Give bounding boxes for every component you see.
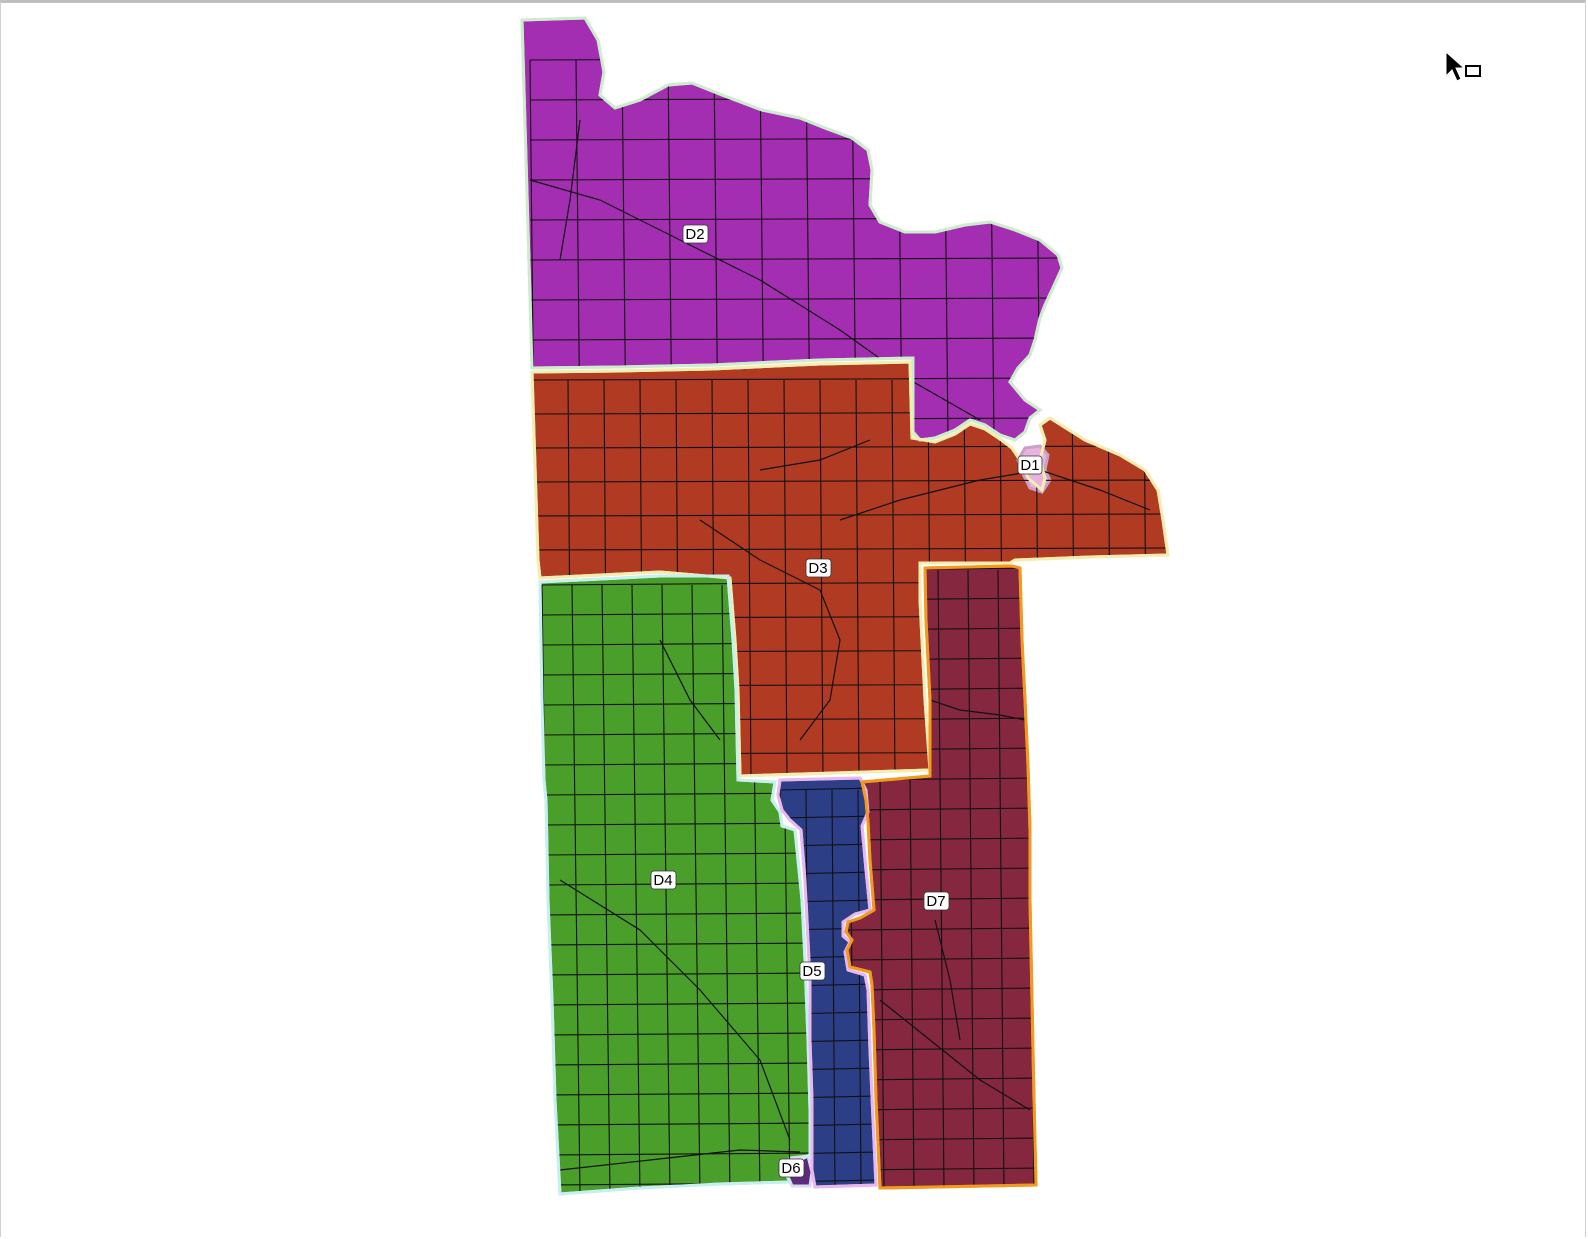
svg-text:D6: D6 [781, 1160, 800, 1177]
svg-text:D5: D5 [802, 963, 821, 980]
label-d1: D1 [1017, 455, 1043, 475]
roads [529, 119, 1151, 1171]
svg-text:D3: D3 [808, 560, 827, 577]
select-arrow-icon[interactable] [1444, 50, 1484, 86]
district-labels: D1 D2 D3 D4 D5 D6 D7 [650, 224, 1043, 1178]
svg-text:D2: D2 [685, 226, 704, 243]
label-d3: D3 [805, 558, 832, 578]
label-d5: D5 [799, 961, 826, 981]
label-d4: D4 [650, 870, 677, 890]
label-d2: D2 [682, 224, 709, 244]
svg-text:D1: D1 [1020, 457, 1039, 474]
label-d6: D6 [778, 1158, 805, 1178]
label-d7: D7 [923, 891, 950, 911]
svg-text:D7: D7 [926, 893, 945, 910]
svg-text:D4: D4 [653, 872, 672, 889]
